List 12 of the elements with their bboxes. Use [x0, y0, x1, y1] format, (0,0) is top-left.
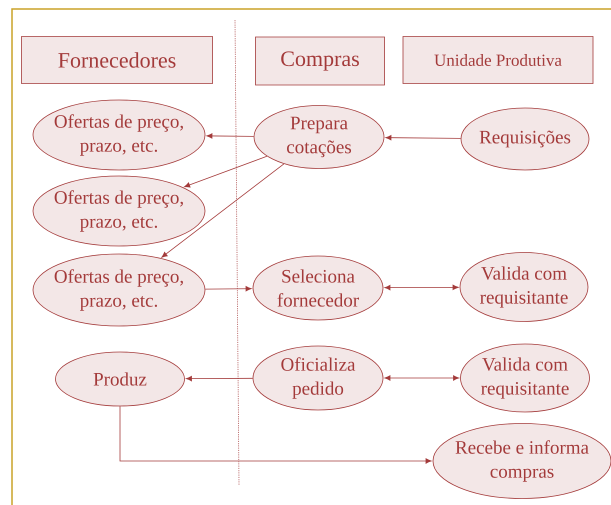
arrow [384, 284, 459, 290]
arrow [161, 163, 284, 258]
arrow [384, 375, 460, 381]
arrow [204, 286, 252, 292]
lane-header-box: Compras [255, 36, 385, 86]
arrow [206, 133, 254, 139]
lane-header-box: Unidade Produtiva [402, 36, 594, 84]
lane-header-box: Fornecedores [21, 36, 213, 84]
arrow [120, 406, 432, 464]
arrow [385, 135, 462, 140]
arrow [184, 156, 268, 188]
arrow [186, 376, 254, 382]
